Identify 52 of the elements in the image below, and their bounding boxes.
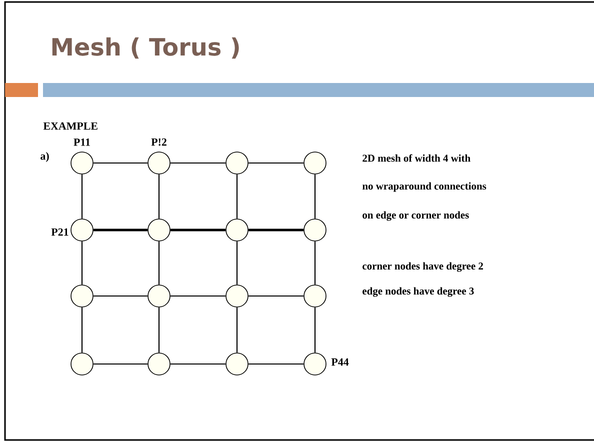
mesh-link xyxy=(81,241,83,285)
mesh-node xyxy=(304,352,326,376)
mesh-node xyxy=(70,218,94,242)
mesh-link xyxy=(248,295,304,297)
mesh-node xyxy=(304,284,326,308)
mesh-link xyxy=(170,363,226,365)
node-label: P21 xyxy=(51,228,68,236)
mesh-link xyxy=(158,307,160,353)
node-label: P!2 xyxy=(151,138,166,146)
mesh-link xyxy=(170,162,226,164)
note-text: no wraparound connections xyxy=(362,182,486,192)
mesh-node xyxy=(148,284,170,308)
mesh-node xyxy=(226,352,248,376)
section-heading: EXAMPLE xyxy=(43,122,98,130)
mesh-link xyxy=(248,162,304,164)
mesh-link xyxy=(158,241,160,285)
mesh-link xyxy=(158,174,160,219)
mesh-link xyxy=(248,363,304,365)
mesh-link xyxy=(93,295,148,297)
mesh-node xyxy=(226,218,248,242)
mesh-link xyxy=(81,307,83,353)
mesh-node xyxy=(148,218,170,242)
note-text: 2D mesh of width 4 with xyxy=(362,154,470,162)
mesh-node xyxy=(304,218,326,242)
mesh-node xyxy=(148,152,170,174)
node-label: P44 xyxy=(331,358,349,366)
note-text: on edge or corner nodes xyxy=(362,211,469,221)
mesh-link xyxy=(81,174,83,219)
mesh-node xyxy=(304,152,326,174)
mesh-node xyxy=(70,352,94,376)
panel-label: a) xyxy=(40,152,49,162)
mesh-node xyxy=(148,352,170,376)
mesh-link xyxy=(314,307,316,353)
mesh-link xyxy=(93,162,148,164)
mesh-node xyxy=(70,152,94,174)
mesh-link xyxy=(236,307,238,353)
mesh-link xyxy=(314,241,316,285)
node-label: P11 xyxy=(74,138,90,146)
mesh-link xyxy=(93,228,148,232)
slide-title: Mesh ( Torus ) xyxy=(52,37,239,59)
mesh-link xyxy=(93,363,148,365)
mesh-link xyxy=(236,241,238,285)
note-text: edge nodes have degree 3 xyxy=(362,287,474,297)
mesh-node xyxy=(226,152,248,174)
mesh-link xyxy=(236,174,238,219)
mesh-node xyxy=(70,284,94,308)
mesh-link xyxy=(314,174,316,219)
mesh-link xyxy=(170,295,226,297)
mesh-link xyxy=(248,228,304,232)
mesh-node xyxy=(226,284,248,308)
mesh-link xyxy=(170,228,226,232)
note-text: corner nodes have degree 2 xyxy=(362,262,483,272)
